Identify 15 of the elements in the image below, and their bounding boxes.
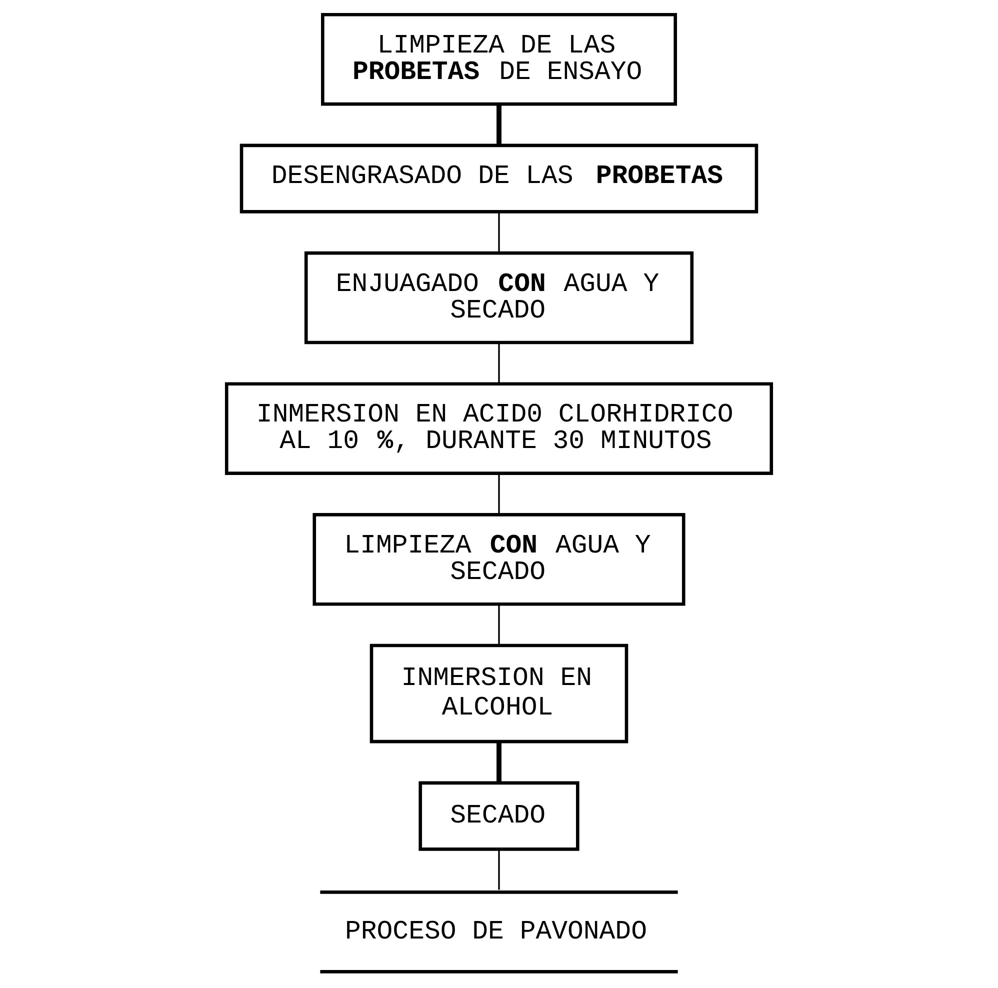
connector xyxy=(496,742,502,782)
node-box: INMERSION EN ALCOHOL xyxy=(370,644,628,744)
connector xyxy=(498,473,500,515)
connector xyxy=(498,342,500,384)
node-text: PROCESO DE PAVONADO xyxy=(345,916,647,946)
connector xyxy=(496,104,502,146)
connector xyxy=(498,212,500,253)
connector xyxy=(498,850,500,890)
node-box: SECADO xyxy=(418,781,580,851)
node-box: ENJUAGADO CON AGUA Y SECADO xyxy=(304,251,694,344)
node-box: INMERSION EN ACID0 CLORHIDRICO AL 10 %, DURANTE 30 MINUTOS xyxy=(224,382,774,475)
node-box: DESENGRASADO DE LAS PROBETAS xyxy=(240,144,758,214)
node-box: LIMPIEZA DE LAS PROBETAS DE ENSAYO xyxy=(321,13,677,106)
connector xyxy=(498,604,500,646)
node-box: LIMPIEZA CON AGUA Y SECADO xyxy=(312,513,686,606)
